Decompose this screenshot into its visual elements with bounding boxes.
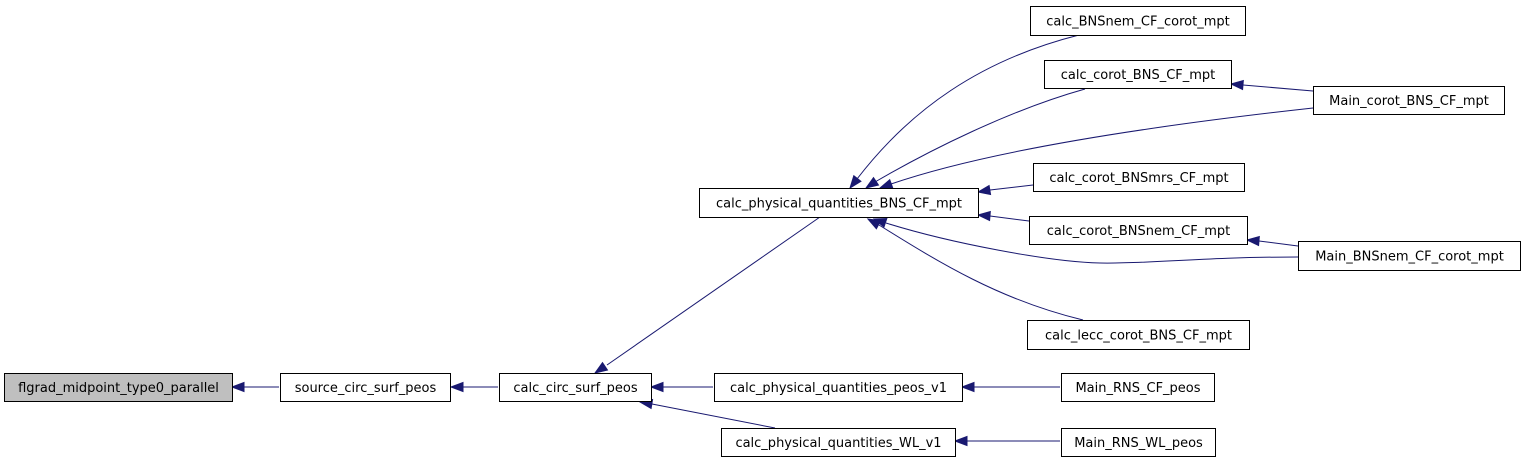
node-label: Main_corot_BNS_CF_mpt xyxy=(1329,94,1489,109)
node-box[interactable] xyxy=(1030,6,1246,36)
edge-line xyxy=(874,88,1086,183)
edge-pqbns-to-circ xyxy=(593,216,821,374)
node-label: calc_corot_BNS_CF_mpt xyxy=(1061,68,1216,83)
edge-line xyxy=(989,215,1030,222)
arrowhead xyxy=(649,381,664,393)
arrowhead xyxy=(230,381,245,393)
edge-maincorot-to-corotbns xyxy=(1229,79,1314,92)
edge-corotbns-to-pqbns xyxy=(864,88,1086,189)
node-box[interactable] xyxy=(714,373,963,402)
root-node-box[interactable] xyxy=(4,373,233,402)
node-corotbns[interactable]: calc_corot_BNS_CF_mpt xyxy=(1044,60,1232,89)
edge-mainrnswl-to-pqwl xyxy=(953,435,1060,447)
node-label: calc_physical_quantities_WL_v1 xyxy=(735,436,941,451)
arrowhead xyxy=(878,178,894,189)
arrowhead xyxy=(1229,79,1244,91)
node-corotbnsnem[interactable]: calc_corot_BNSnem_CF_mpt xyxy=(1029,216,1248,245)
node-layer: flgrad_midpoint_type0_parallel source_cir… xyxy=(4,6,1521,457)
edge-mainnem-to-corotbnsnem xyxy=(1245,235,1299,247)
node-pqpeos[interactable]: calc_physical_quantities_peos_v1 xyxy=(714,373,963,402)
node-box[interactable] xyxy=(499,373,652,402)
arrowhead xyxy=(1245,235,1260,247)
node-label: calc_circ_surf_peos xyxy=(513,381,637,396)
node-maincorot[interactable]: Main_corot_BNS_CF_mpt xyxy=(1313,86,1505,115)
edge-mainrnscf-to-pqpeos xyxy=(960,381,1060,393)
arrowhead xyxy=(976,210,991,222)
node-box[interactable] xyxy=(1029,216,1248,245)
edge-pqwl-to-circ xyxy=(638,398,776,429)
node-box[interactable] xyxy=(1027,320,1250,350)
node-label: calc_BNSnem_CF_corot_mpt xyxy=(1046,15,1229,30)
node-src[interactable]: source_circ_surf_peos xyxy=(280,373,451,402)
edge-lecc-to-pqbns xyxy=(866,218,1084,321)
edge-line xyxy=(1242,84,1314,92)
node-label: flgrad_midpoint_type0_parallel xyxy=(18,381,219,396)
node-box[interactable] xyxy=(699,188,979,218)
arrowhead xyxy=(849,174,862,190)
node-mainrnscf[interactable]: Main_RNS_CF_peos xyxy=(1061,373,1215,402)
edge-line xyxy=(878,224,1084,321)
edge-line xyxy=(1258,240,1299,247)
edge-line xyxy=(989,184,1034,191)
node-label: calc_lecc_corot_BNS_CF_mpt xyxy=(1045,329,1232,344)
node-label: calc_corot_BNSmrs_CF_mpt xyxy=(1049,171,1228,186)
node-box[interactable] xyxy=(1061,428,1216,457)
node-label: calc_physical_quantities_peos_v1 xyxy=(730,381,947,396)
arrowhead xyxy=(976,184,992,196)
node-box[interactable] xyxy=(1033,163,1245,192)
edge-line xyxy=(885,222,1299,264)
node-bnsnemcorot[interactable]: calc_BNSnem_CF_corot_mpt xyxy=(1030,6,1246,36)
arrowhead xyxy=(866,218,882,230)
edge-corotbnsnem-to-pqbns xyxy=(976,210,1030,222)
node-label: calc_physical_quantities_BNS_CF_mpt xyxy=(716,197,962,212)
edge-src-to-flgrad xyxy=(230,381,279,393)
node-mainnem[interactable]: Main_BNSnem_CF_corot_mpt xyxy=(1298,241,1521,271)
arrowhead xyxy=(449,381,464,393)
node-label: Main_RNS_WL_peos xyxy=(1074,436,1203,451)
arrowhead xyxy=(864,176,880,189)
edge-pqpeos-to-circ xyxy=(649,381,713,393)
node-pqbns[interactable]: calc_physical_quantities_BNS_CF_mpt xyxy=(699,188,979,218)
edge-line xyxy=(856,34,1080,180)
node-corotbnsmrs[interactable]: calc_corot_BNSmrs_CF_mpt xyxy=(1033,163,1245,192)
node-label: Main_BNSnem_CF_corot_mpt xyxy=(1315,250,1504,265)
node-label: source_circ_surf_peos xyxy=(295,381,437,396)
node-flgrad[interactable]: flgrad_midpoint_type0_parallel xyxy=(4,373,233,402)
edge-corotbnsmrs-to-pqbns xyxy=(976,184,1034,196)
edge-circ-to-src xyxy=(449,381,498,393)
node-box[interactable] xyxy=(1313,86,1505,115)
node-box[interactable] xyxy=(1298,241,1521,271)
arrowhead xyxy=(593,361,609,374)
node-lecc[interactable]: calc_lecc_corot_BNS_CF_mpt xyxy=(1027,320,1250,350)
node-mainrnswl[interactable]: Main_RNS_WL_peos xyxy=(1061,428,1216,457)
node-box[interactable] xyxy=(1044,60,1232,89)
node-box[interactable] xyxy=(280,373,451,402)
node-pqwl[interactable]: calc_physical_quantities_WL_v1 xyxy=(721,428,956,457)
node-box[interactable] xyxy=(1061,373,1215,402)
node-box[interactable] xyxy=(721,428,956,457)
edge-line xyxy=(606,216,821,366)
node-label: Main_RNS_CF_peos xyxy=(1075,381,1200,396)
arrowhead xyxy=(953,435,968,447)
edge-line xyxy=(651,403,776,429)
node-label: calc_corot_BNSnem_CF_mpt xyxy=(1047,224,1230,239)
node-circ[interactable]: calc_circ_surf_peos xyxy=(499,373,652,402)
edge-bnsnemcorot-to-pqbns xyxy=(849,34,1080,190)
edge-line xyxy=(890,107,1314,185)
arrowhead xyxy=(960,381,975,393)
